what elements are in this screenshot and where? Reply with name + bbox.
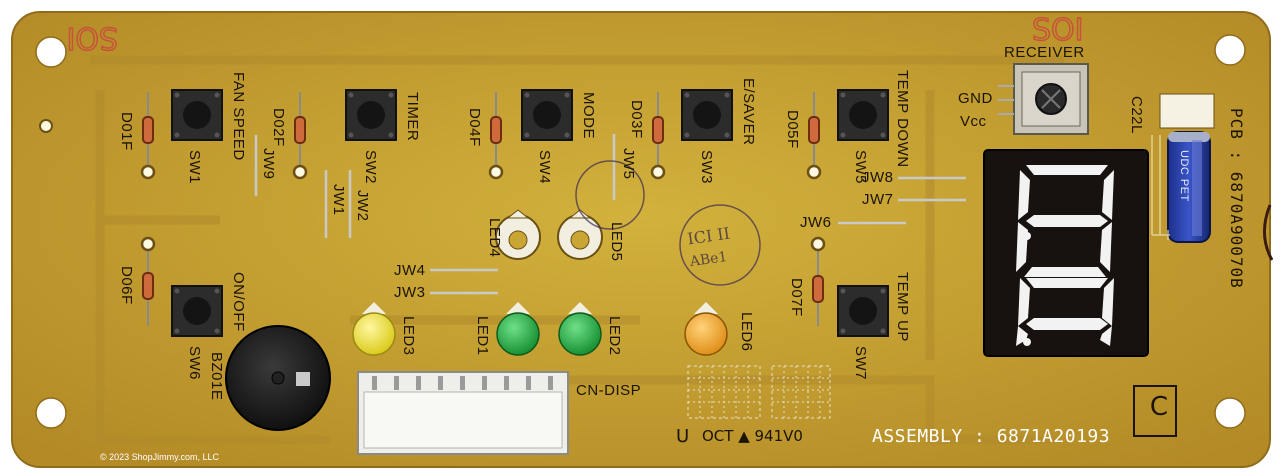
label-temp-up: TEMP UP xyxy=(894,272,911,342)
diode-d07f xyxy=(812,246,824,326)
label-sw4: SW4 xyxy=(536,150,553,185)
label-jw9: JW9 xyxy=(260,148,277,180)
diode-d02f xyxy=(294,92,306,170)
led5-footprint xyxy=(557,209,603,260)
digit-top xyxy=(1016,165,1114,277)
label-led4: LED4 xyxy=(486,218,503,258)
label-led2: LED2 xyxy=(606,316,623,356)
label-led5: LED5 xyxy=(608,222,625,262)
diode-pads xyxy=(140,164,826,252)
tactile-switches xyxy=(171,89,889,337)
capacitor-marking: UDC PET xyxy=(1178,150,1190,202)
label-jw2: JW2 xyxy=(354,190,371,222)
label-mode: MODE xyxy=(580,92,597,139)
diodes xyxy=(142,92,824,326)
label-d02f: D02F xyxy=(270,108,287,147)
label-sw2: SW2 xyxy=(362,150,379,185)
mounting-hole xyxy=(35,36,67,68)
label-fan-speed: FAN SPEED xyxy=(230,72,247,161)
svg-text:ABe1: ABe1 xyxy=(688,249,728,270)
pcb-number: PCB : 6870A90070B xyxy=(1227,108,1246,289)
label-sw7: SW7 xyxy=(852,346,869,381)
ir-receiver xyxy=(998,63,1089,135)
ul-mark: ꓴ xyxy=(676,426,689,447)
label-d07f: D07F xyxy=(788,278,805,317)
status-leds xyxy=(352,302,728,356)
label-receiver: RECEIVER xyxy=(1004,44,1085,61)
led-led3 xyxy=(352,302,396,356)
switch-sw1 xyxy=(171,89,223,141)
label-jw8: JW8 xyxy=(862,169,894,186)
label-connector: CN-DISP xyxy=(576,382,642,399)
mounting-holes xyxy=(35,34,1246,429)
copyright-text: © 2023 ShopJimmy.com, LLC xyxy=(100,452,220,462)
label-jw6: JW6 xyxy=(800,214,832,231)
fiducial xyxy=(39,119,53,133)
label-d01f: D01F xyxy=(118,112,135,151)
led-led2 xyxy=(558,302,602,356)
label-jw4: JW4 xyxy=(394,262,426,279)
label-jw5: JW5 xyxy=(620,148,637,180)
electrolytic-capacitor xyxy=(1159,93,1215,243)
switch-sw5 xyxy=(837,89,889,141)
led-footprints xyxy=(495,209,603,260)
mounting-hole xyxy=(35,397,67,429)
buzzer-bz01e xyxy=(225,325,331,431)
label-led1: LED1 xyxy=(474,316,491,356)
label-gnd: GND xyxy=(958,90,993,107)
label-sw3: SW3 xyxy=(698,150,715,185)
switch-sw3 xyxy=(681,89,733,141)
silk-mark-left: SOI xyxy=(66,20,118,55)
wire-lead xyxy=(1263,204,1274,261)
switch-sw4 xyxy=(521,89,573,141)
label-e-saver: E/SAVER xyxy=(740,78,757,146)
label-jw7: JW7 xyxy=(862,191,894,208)
diode-d06f xyxy=(142,246,154,326)
mounting-hole xyxy=(1214,34,1246,66)
silk-mark-right: SOI xyxy=(1032,13,1084,48)
label-d03f: D03F xyxy=(628,100,645,139)
date-code: OCT ▲ 941V0 xyxy=(702,427,803,445)
label-led6: LED6 xyxy=(738,312,755,352)
digit-bottom xyxy=(1016,278,1114,346)
label-timer: TIMER xyxy=(404,92,421,142)
switch-sw6 xyxy=(171,285,223,337)
label-c22l: C22L xyxy=(1128,96,1145,134)
label-led3: LED3 xyxy=(400,316,417,356)
label-jw3: JW3 xyxy=(394,284,426,301)
label-sw5: SW5 xyxy=(852,150,869,185)
board-substrate xyxy=(11,11,1271,468)
diode-d04f xyxy=(490,92,502,170)
label-d05f: D05F xyxy=(784,110,801,149)
label-d04f: D04F xyxy=(466,108,483,147)
inspection-stamps: ICI II ABe1 xyxy=(575,160,761,286)
label-vcc: Vcc xyxy=(960,113,987,130)
switch-sw7 xyxy=(837,285,889,337)
comb-traces xyxy=(1151,135,1170,240)
led4-footprint xyxy=(495,209,541,260)
revision-box xyxy=(1133,385,1177,437)
led-led1 xyxy=(496,302,540,356)
label-d06f: D06F xyxy=(118,266,135,305)
diode-d05f xyxy=(808,92,820,170)
connector-cn-disp xyxy=(357,371,569,455)
label-buzzer: BZ01E xyxy=(208,352,225,401)
seven-segment-display xyxy=(983,149,1149,357)
led-led6 xyxy=(684,302,728,356)
label-sw1: SW1 xyxy=(186,150,203,185)
mounting-hole xyxy=(1214,397,1246,429)
label-jw1: JW1 xyxy=(330,184,347,216)
label-sw6: SW6 xyxy=(186,346,203,381)
revision-mark: C xyxy=(1149,392,1169,422)
date-code-grids xyxy=(687,365,831,419)
label-on-off: ON/OFF xyxy=(230,272,247,332)
diode-d03f xyxy=(652,92,664,170)
label-temp-down: TEMP DOWN xyxy=(894,70,911,168)
assembly-number: ASSEMBLY : 6871A20193 xyxy=(872,426,1111,447)
switch-sw2 xyxy=(345,89,397,141)
diode-d01f xyxy=(142,92,154,170)
jumper-wires xyxy=(254,134,966,295)
